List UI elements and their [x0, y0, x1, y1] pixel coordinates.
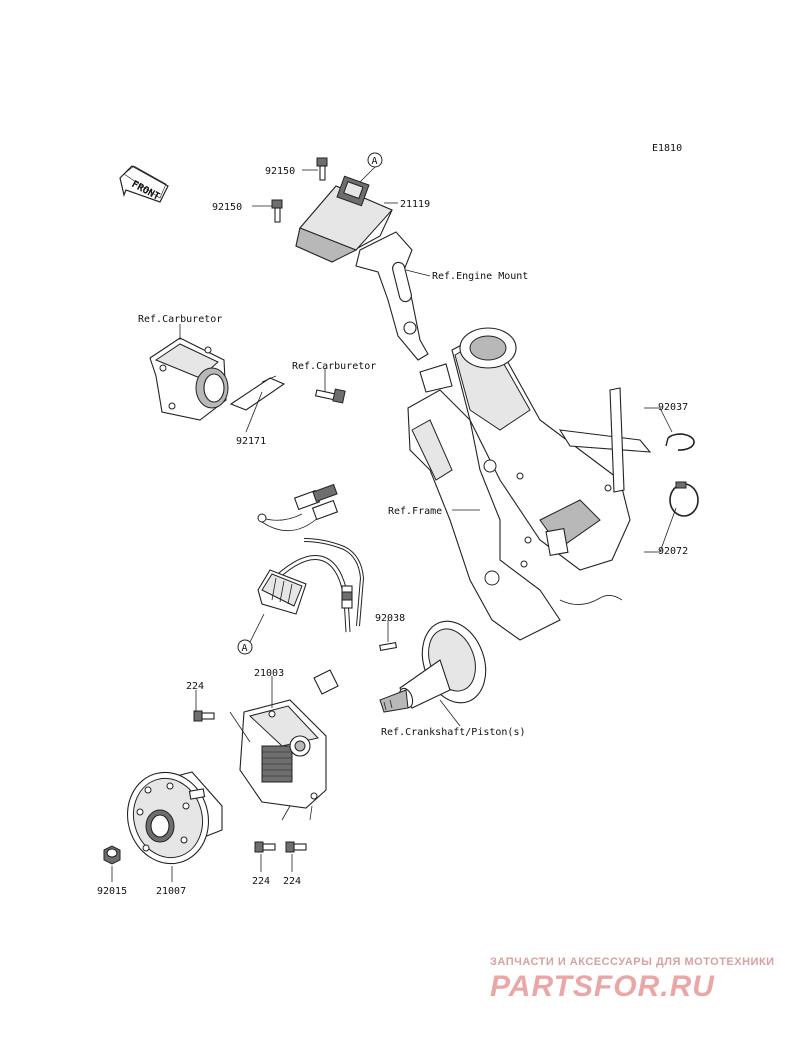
- bolt-92150-top-icon: [316, 157, 328, 181]
- engine-mount-bracket: [355, 231, 429, 361]
- label-ref-carburetor-top: Ref.Carburetor: [138, 314, 222, 325]
- watermark-logo: PARTSFOR.RU: [490, 970, 715, 1003]
- callout-a-top: A: [359, 152, 383, 183]
- carburetor-bolt-icon: [314, 388, 346, 404]
- frame: [407, 327, 652, 641]
- label-ref-crankshaft: Ref.Crankshaft/Piston(s): [381, 727, 526, 738]
- label-92015: 92015: [97, 886, 127, 897]
- label-224-left: 224: [186, 681, 204, 692]
- label-ref-carburetor-right: Ref.Carburetor: [292, 361, 376, 372]
- svg-text:A: A: [242, 643, 248, 654]
- nut-92015-icon: [103, 845, 121, 865]
- key-92038-icon: [379, 642, 398, 651]
- flywheel: [126, 771, 223, 865]
- label-224-bottom-right: 224: [283, 876, 301, 887]
- label-ref-engine-mount: Ref.Engine Mount: [432, 271, 528, 282]
- label-21119: 21119: [400, 199, 430, 210]
- leader-lines: [111, 169, 677, 882]
- clip-92037-icon: [665, 433, 695, 451]
- label-92150-left: 92150: [212, 202, 242, 213]
- cdi-unit: [295, 175, 393, 263]
- svg-text:A: A: [372, 156, 378, 167]
- diagram-code: E1810: [652, 143, 682, 154]
- carburetor-holder: [149, 337, 286, 421]
- label-21003: 21003: [254, 668, 284, 679]
- band-92072-icon: [669, 481, 699, 517]
- screw-224-bottom-right-icon: [285, 841, 307, 853]
- stator: [239, 669, 339, 809]
- crankshaft: [379, 620, 487, 713]
- label-ref-frame: Ref.Frame: [388, 506, 442, 517]
- screw-224-left-icon: [193, 710, 215, 722]
- label-92037: 92037: [658, 402, 688, 413]
- label-92038: 92038: [375, 613, 405, 624]
- front-arrow-icon: FRONT: [119, 165, 169, 203]
- watermark-tagline: ЗАПЧАСТИ И АКСЕССУАРЫ ДЛЯ МОТОТЕХНИКИ: [490, 956, 775, 968]
- label-21007: 21007: [156, 886, 186, 897]
- bolt-92150-left-icon: [271, 199, 283, 223]
- callout-a-bottom: A: [237, 613, 265, 655]
- screw-224-bottom-left-icon: [254, 841, 276, 853]
- label-92150-top: 92150: [265, 166, 295, 177]
- wiring-harness: [257, 483, 365, 703]
- label-92171: 92171: [236, 436, 266, 447]
- part-labels: 92150 92150 21119 Ref.Engine Mount Ref.C…: [97, 166, 688, 897]
- label-92072: 92072: [658, 546, 688, 557]
- coupler: [257, 569, 307, 615]
- label-224-bottom-left: 224: [252, 876, 270, 887]
